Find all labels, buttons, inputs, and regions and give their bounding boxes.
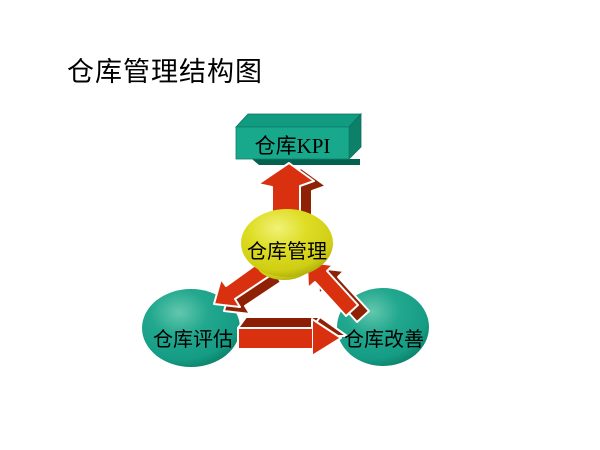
kpi-box-bottom-edge [252, 159, 360, 165]
arrow-right-shaft-fill [240, 329, 312, 348]
node-evaluation-ellipse [142, 289, 240, 367]
kpi-box-front-face [235, 126, 350, 160]
node-kpi-label: 仓库KPI [254, 134, 331, 158]
arrow-up-left-body [306, 261, 359, 317]
node-kpi-box [235, 112, 362, 165]
arrow-improvement-to-management [306, 261, 370, 323]
management-blob-main [241, 209, 333, 277]
page-title: 仓库管理结构图 [67, 57, 263, 87]
node-evaluation-label: 仓库评估 [153, 329, 233, 351]
kpi-box-top-face [235, 113, 362, 128]
node-management-label: 仓库管理 [247, 241, 327, 263]
arrow-management-to-evaluation [213, 260, 282, 315]
arrow-evaluation-to-improvement [237, 313, 348, 357]
arrow-right-top-face [237, 316, 321, 329]
arrow-down-left-body [213, 260, 272, 308]
node-improvement-label: 仓库改善 [344, 329, 424, 351]
node-management-blob [241, 209, 333, 280]
